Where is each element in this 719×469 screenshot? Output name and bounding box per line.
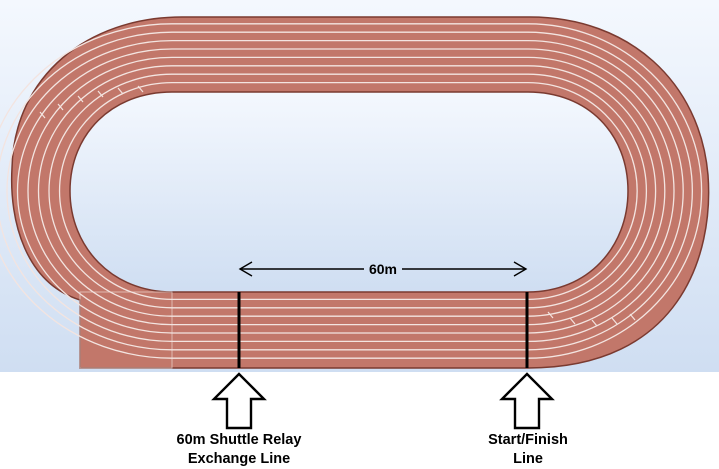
distance-label: 60m [369, 261, 397, 277]
start-box-area [79, 291, 173, 369]
lane-line [27, 56, 666, 326]
start-finish-caption-line1: Start/Finish [488, 432, 568, 448]
stagger-mark [117, 87, 124, 95]
lane-stagger-marks [39, 85, 636, 327]
stagger-mark [591, 319, 598, 327]
exchange-line-caption-line2: Exchange Line [187, 451, 291, 467]
stagger-mark [97, 90, 104, 98]
lane-line [37, 65, 657, 317]
stagger-mark [547, 311, 554, 319]
exchange-up-arrow-icon [211, 372, 267, 430]
stagger-mark [611, 317, 618, 325]
stagger-mark [137, 85, 144, 93]
lane-lines [0, 23, 703, 359]
stagger-mark [629, 313, 636, 321]
stagger-mark [77, 95, 84, 103]
stagger-mark [39, 111, 46, 119]
start-finish-caption-line2: Line [513, 451, 543, 467]
distance-arrow [238, 261, 528, 277]
stagger-mark [569, 317, 576, 325]
lane-line [6, 39, 684, 343]
exchange-line-caption-line1: 60m Shuttle Relay [176, 432, 302, 448]
finish-up-arrow-icon [499, 372, 555, 430]
exchange-line-caption: 60m Shuttle Relay Exchange Line [139, 431, 339, 469]
lane-line [0, 23, 703, 359]
lane-line [48, 73, 648, 309]
lane-line [58, 81, 638, 301]
lane-line [16, 48, 675, 334]
infield [69, 91, 629, 293]
stagger-mark [57, 103, 64, 111]
start-finish-caption: Start/Finish Line [428, 431, 628, 469]
running-track [0, 16, 710, 369]
lane-line [0, 31, 693, 351]
